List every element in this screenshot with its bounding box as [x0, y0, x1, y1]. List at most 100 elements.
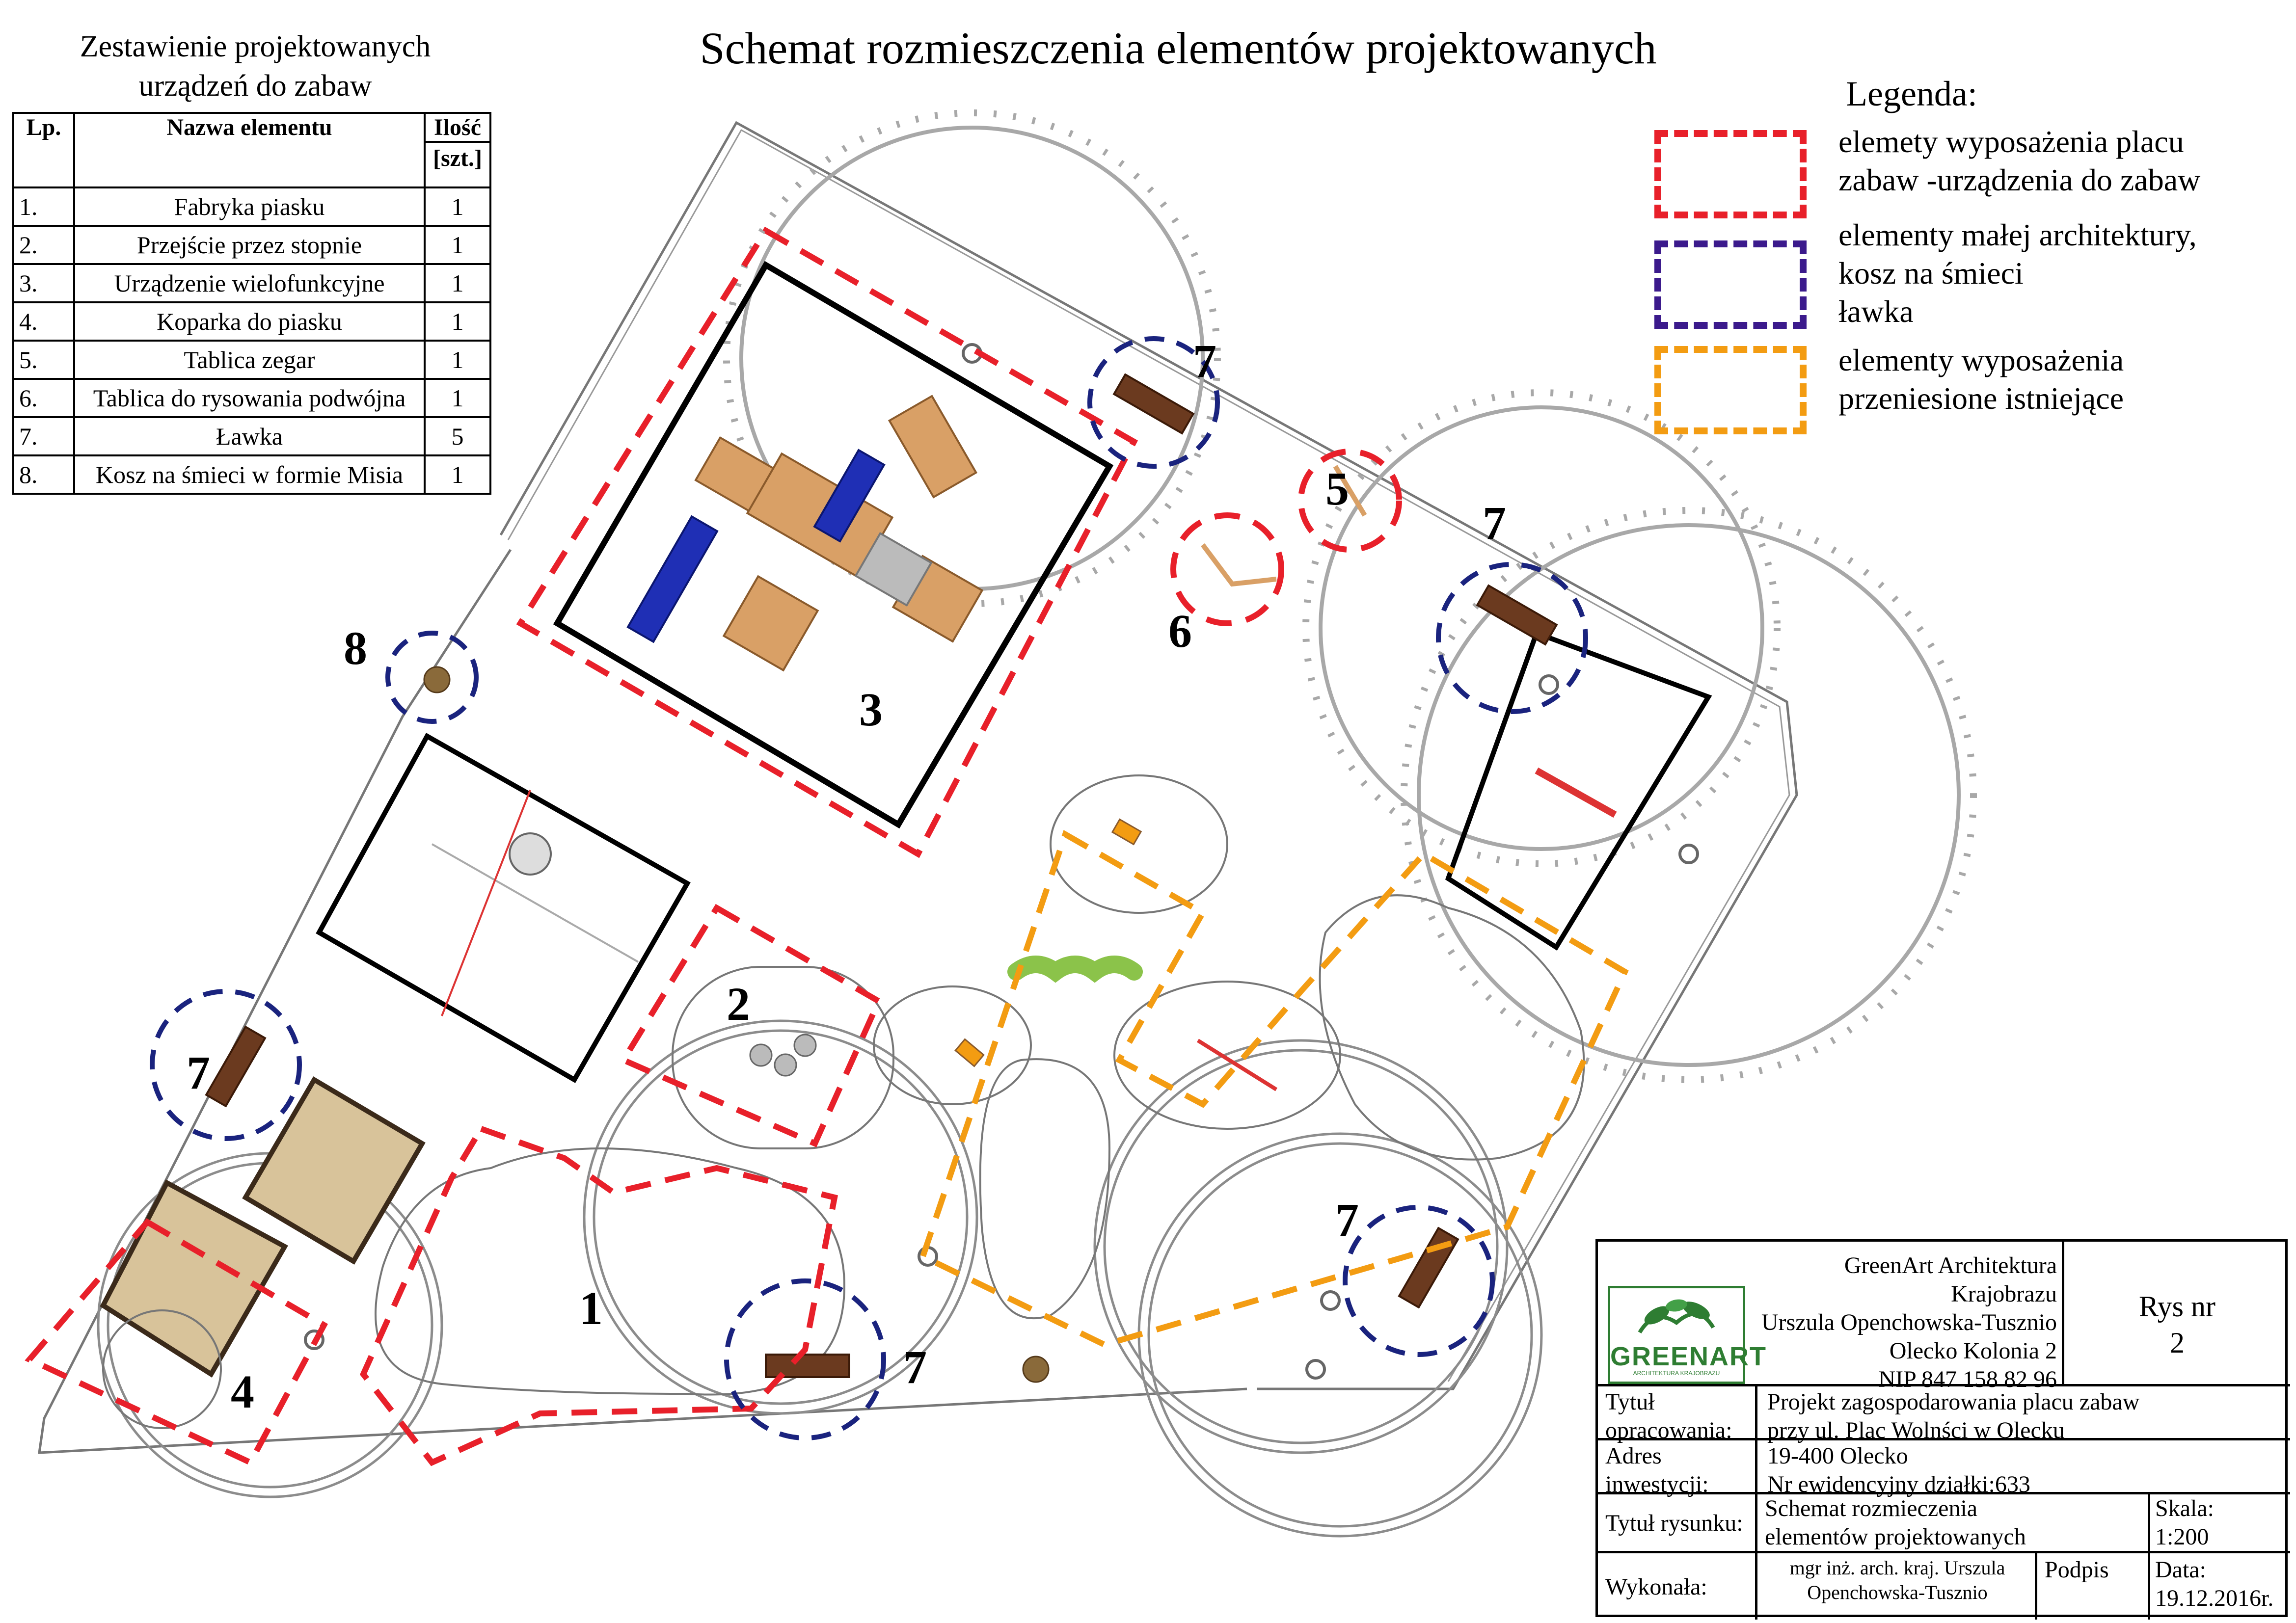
legend-item-line: elementy wyposażenia	[1838, 343, 2124, 377]
company-info: GreenArt Architektura Krajobrazu Urszula…	[1745, 1251, 2057, 1394]
cell-name: Tablica do rysowania podwójna	[73, 378, 426, 418]
legend-swatch-orange	[1654, 346, 1807, 434]
cell-name: Przejście przez stopnie	[73, 225, 426, 265]
plan-label: 1	[579, 1282, 603, 1334]
drawing-title-value: Schemat rozmieczenia elementów projektow…	[1765, 1494, 2026, 1551]
investment-address-label: Adres inwestycji:	[1605, 1442, 1709, 1499]
investment-address-value: 19-400 Olecko Nr ewidencyjny działki:633	[1767, 1442, 2030, 1499]
cell-qty: 1	[424, 186, 491, 227]
logo-text: GREENART	[1610, 1342, 1767, 1371]
value-line: mgr inż. arch. kraj. Urszula	[1789, 1557, 2005, 1579]
sandbox	[100, 1076, 426, 1429]
value-line: przy ul. Plac Wolnści w Olecku	[1767, 1417, 2065, 1443]
legend-swatch-red	[1654, 130, 1807, 218]
study-title-label: Tytuł opracowania:	[1605, 1388, 1732, 1445]
title-block: GREENART ARCHITEKTURA KRAJOBRAZU GreenAr…	[1595, 1239, 2290, 1620]
drawing-title-label: Tytuł rysunku:	[1605, 1510, 1743, 1536]
scale-label: Skala:	[2155, 1495, 2214, 1521]
greenart-logo: GREENART ARCHITEKTURA KRAJOBRAZU	[1608, 1286, 1767, 1384]
value-line: Schemat rozmieczenia	[1765, 1495, 1978, 1521]
inventory-caption-line: urządzeń do zabaw	[138, 69, 372, 103]
header-lp: Lp.	[12, 112, 75, 188]
study-title-value: Projekt zagospodarowania placu zabaw prz…	[1767, 1388, 2139, 1445]
company-line: Olecko Kolonia 2	[1889, 1338, 2057, 1364]
plan-label: 8	[344, 622, 367, 674]
site-boundary-inner	[507, 129, 1790, 1382]
cell-lp: 7.	[12, 416, 75, 456]
legend-item: elementy wyposażenia przeniesione istnie…	[1838, 341, 2124, 418]
legend-item-line: ławka	[1838, 294, 1914, 329]
plan-label: 7	[903, 1341, 927, 1393]
scale-value: 1:200	[2155, 1524, 2209, 1550]
date-label: Data:	[2155, 1557, 2206, 1583]
cell-lp: 6.	[12, 378, 75, 418]
date: Data: 19.12.2016r.	[2155, 1556, 2273, 1613]
cell-qty: 1	[424, 378, 491, 418]
zone-frame	[1445, 630, 1712, 951]
plan-label: 7	[1483, 497, 1506, 549]
cell-lp: 2.	[12, 225, 75, 265]
inventory-table: Lp. Nazwa elementu Ilość [szt.] 1.Fabryk…	[12, 112, 491, 495]
header-qty-line: Ilość	[434, 114, 481, 140]
header-qty-line: [szt.]	[426, 141, 489, 172]
logo-subtext: ARCHITEKTURA KRAJOBRAZU	[1633, 1370, 1720, 1377]
cell-lp: 3.	[12, 263, 75, 303]
plan-label: 2	[727, 978, 750, 1030]
cell-name: Kosz na śmieci w formie Misia	[73, 454, 426, 495]
cell-qty: 1	[424, 263, 491, 303]
cell-name: Fabryka piasku	[73, 186, 426, 227]
signature-label: Podpis	[2045, 1557, 2109, 1583]
company-line: NIP 847 158 82 96	[1878, 1366, 2057, 1392]
legend-item-line: elementy małej architektury,	[1838, 217, 2197, 252]
cell-lp: 5.	[12, 340, 75, 380]
value-line: 19-400 Olecko	[1767, 1443, 1908, 1469]
inventory-caption: Zestawienie projektowanych urządzeń do z…	[10, 27, 501, 106]
header-qty: Ilość [szt.]	[424, 112, 491, 188]
existing-tree	[1302, 389, 1781, 867]
site-boundary	[38, 121, 1798, 1454]
post-marker	[304, 343, 1699, 1380]
value-line: Openchowska-Tusznio	[1807, 1581, 1988, 1603]
drawing-title: Schemat rozmieszczenia elementów projekt…	[700, 23, 1657, 73]
legend-item-line: przeniesione istniejące	[1838, 381, 2124, 416]
cell-lp: 1.	[12, 186, 75, 227]
cell-qty: 1	[424, 301, 491, 342]
legend-item-line: elemety wyposażenia placu	[1838, 124, 2184, 159]
zone-frame	[553, 261, 1114, 829]
plan-label: 7	[187, 1046, 210, 1099]
author-value: mgr inż. arch. kraj. Urszula Openchowska…	[1762, 1556, 2032, 1605]
zone-frame	[316, 733, 691, 1083]
multifunction-device	[626, 395, 984, 672]
legend-item: elementy małej architektury, kosz na śmi…	[1838, 216, 2197, 331]
cell-qty: 1	[424, 225, 491, 265]
scale: Skala: 1:200	[2155, 1494, 2214, 1551]
cell-lp: 4.	[12, 301, 75, 342]
drawing-number-label: Rys nr	[2139, 1290, 2215, 1323]
drawing-number-value: 2	[2170, 1327, 2185, 1359]
play-equipment-zone	[25, 226, 1402, 1466]
inventory-caption-line: Zestawienie projektowanych	[80, 30, 431, 63]
label-line: inwestycji:	[1605, 1471, 1709, 1497]
existing-tree	[1401, 507, 1977, 1083]
label-line: Tytuł	[1605, 1389, 1655, 1415]
cell-qty: 1	[424, 454, 491, 495]
cell-qty: 5	[424, 416, 491, 456]
plan-label: 4	[231, 1365, 254, 1418]
value-line: elementów projektowanych	[1765, 1524, 2026, 1550]
equipment-marker	[423, 465, 1367, 1383]
header-name: Nazwa elementu	[73, 112, 426, 188]
label-line: opracowania:	[1605, 1417, 1732, 1443]
leaf-icon	[1638, 1299, 1715, 1334]
cell-name: Tablica zegar	[73, 340, 426, 380]
legend-swatch-purple	[1654, 240, 1807, 329]
legend-item: elemety wyposażenia placu zabaw -urządze…	[1838, 123, 2200, 199]
plan-label: 6	[1168, 605, 1192, 657]
